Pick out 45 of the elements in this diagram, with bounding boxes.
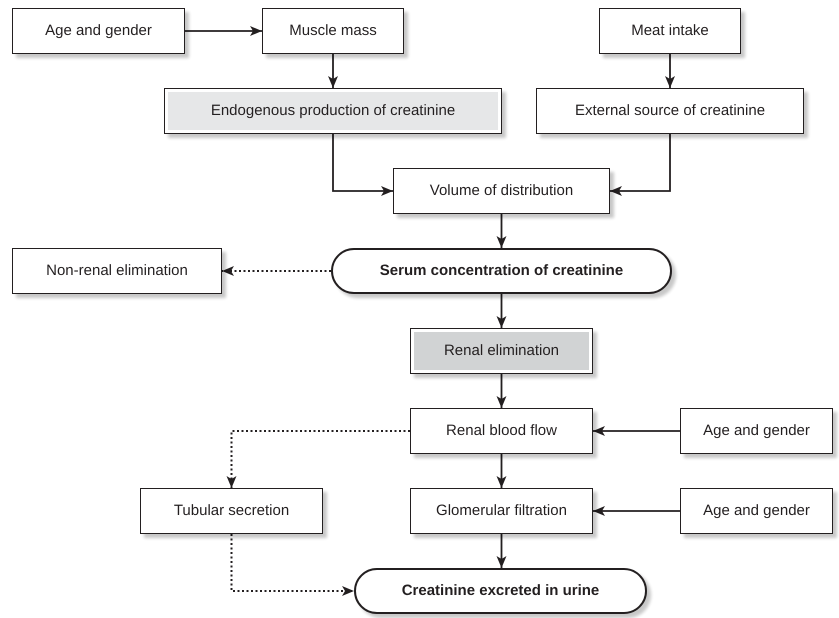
box-label: Glomerular filtration	[435, 502, 568, 520]
process-box	[680, 488, 833, 534]
box-label: Volume of distribution	[428, 182, 574, 200]
process-box	[680, 408, 833, 454]
arrow	[496, 214, 506, 248]
arrow	[496, 294, 506, 328]
box-label: Non-renal elimination	[45, 262, 189, 280]
process-box	[140, 488, 323, 534]
process-box	[536, 88, 804, 134]
arrow	[665, 54, 675, 88]
process-box	[262, 8, 404, 54]
box-label: Muscle mass	[288, 22, 378, 40]
box-label: External source of creatinine	[574, 102, 766, 120]
box-label: Age and gender	[44, 22, 153, 40]
process-box	[393, 168, 610, 214]
process-box	[410, 488, 593, 534]
process-box	[12, 8, 185, 54]
box-label: Renal elimination	[442, 342, 560, 360]
arrow	[496, 534, 506, 568]
dotted-arrow	[230, 534, 354, 596]
arrow	[496, 454, 506, 488]
box-label: Age and gender	[702, 422, 811, 440]
box-label: Endogenous production of creatinine	[210, 102, 456, 120]
arrow	[593, 426, 680, 436]
arrow	[610, 134, 671, 196]
process-box	[410, 408, 593, 454]
box-label: Renal blood flow	[445, 422, 558, 440]
dotted-arrow	[222, 266, 331, 276]
box-label: Serum concentration of creatinine	[378, 262, 624, 280]
terminal-box	[331, 248, 672, 294]
arrow	[328, 54, 338, 88]
arrow	[185, 26, 262, 36]
process-box	[164, 88, 502, 134]
arrow	[332, 134, 393, 196]
arrow	[593, 506, 680, 516]
process-box	[410, 328, 593, 374]
process-box	[599, 8, 741, 54]
dotted-arrow	[226, 430, 410, 488]
box-label: Tubular secretion	[172, 502, 290, 520]
box-label: Age and gender	[702, 502, 811, 520]
arrow	[496, 374, 506, 408]
box-label: Meat intake	[630, 22, 710, 40]
terminal-box	[354, 568, 647, 614]
box-label: Creatinine excreted in urine	[400, 582, 600, 600]
process-box	[12, 248, 222, 294]
